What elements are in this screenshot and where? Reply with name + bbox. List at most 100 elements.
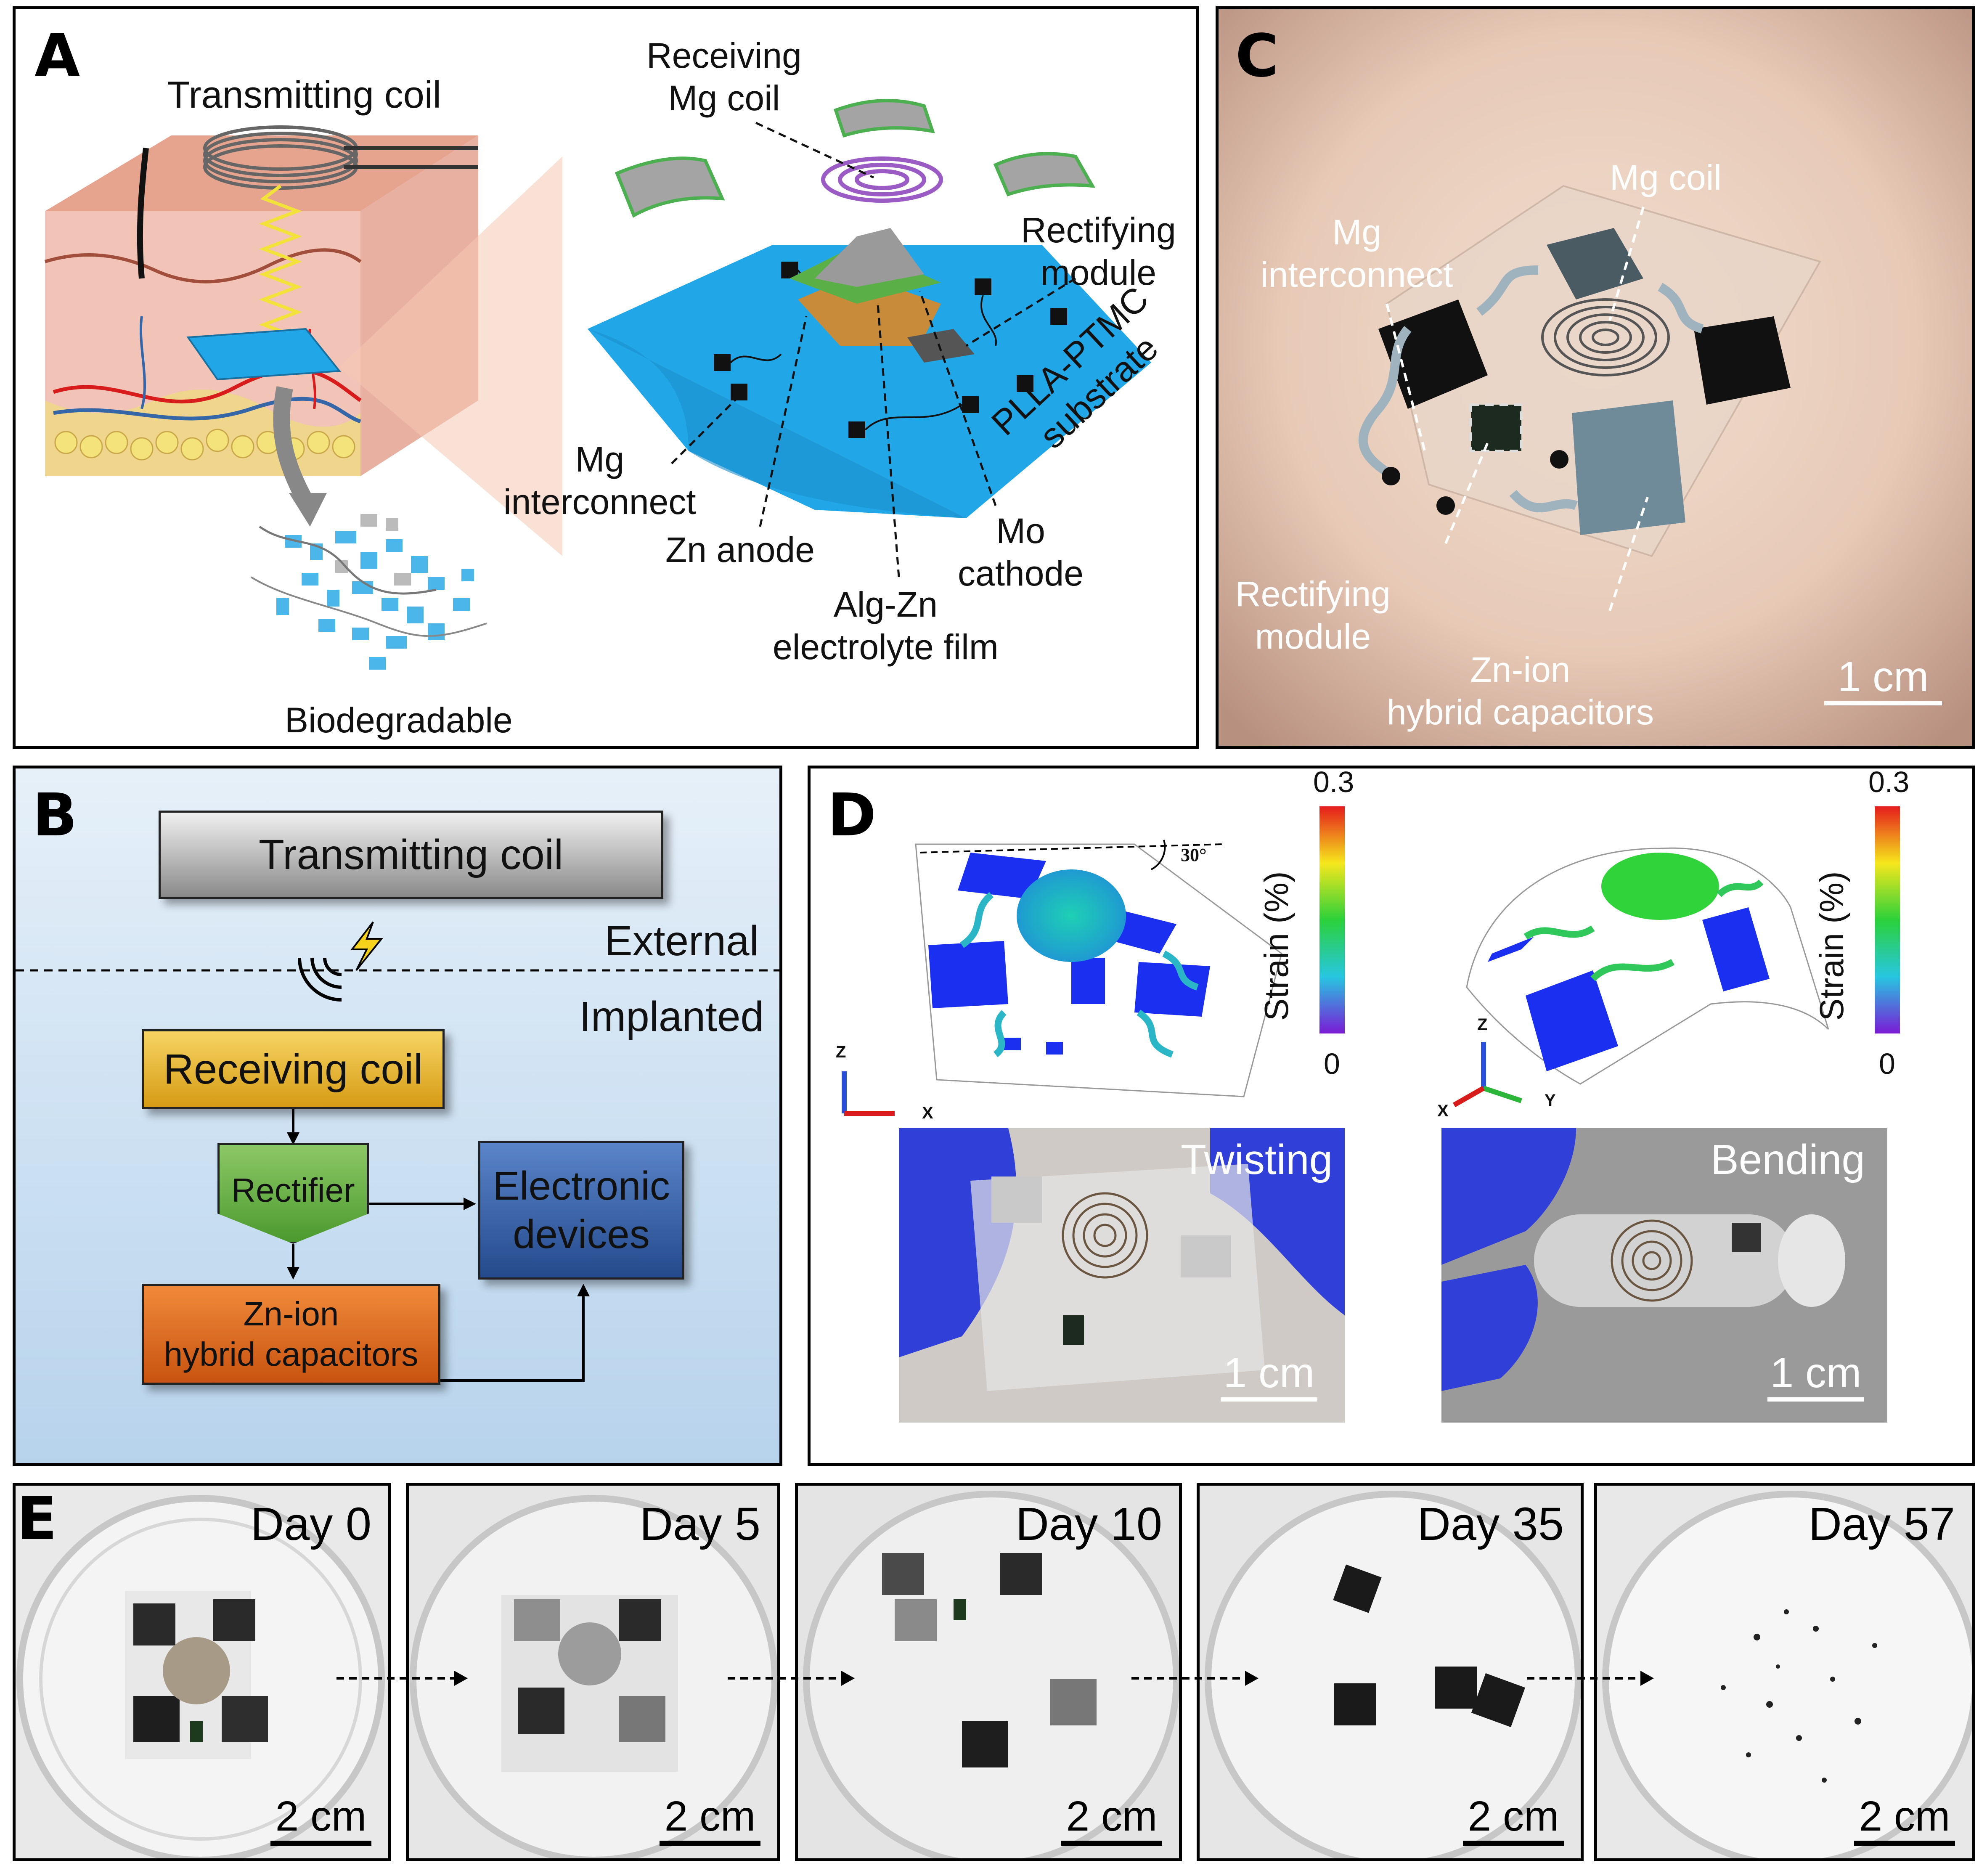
c-scale-bar: 1 cm <box>1824 653 1942 705</box>
day-35-label: Day 35 <box>1417 1498 1564 1550</box>
panel-c-letter: C <box>1235 22 1279 90</box>
b-transmitting-coil-text: Transmitting coil <box>258 831 564 878</box>
d-twisting-label: Twisting <box>1181 1136 1333 1183</box>
a-receiving-line2: Mg coil <box>668 78 780 118</box>
a-mg-interconnect-label: Mg interconnect <box>503 438 696 523</box>
day-57-label: Day 57 <box>1808 1498 1955 1550</box>
panel-c: C Mg coil Mg interconnect Rectifying mod… <box>1216 6 1975 749</box>
a-rectifying-line1: Rectifying <box>1021 210 1176 250</box>
b-electronic-devices-box: Electronic devices <box>478 1141 684 1280</box>
panel-a: A <box>13 6 1199 749</box>
c-scale-line <box>1824 701 1942 705</box>
b-transmitting-coil-box: Transmitting coil <box>159 811 663 899</box>
panel-a-illustration <box>44 99 1151 670</box>
a-rectifying-module-label: Rectifying module <box>1021 209 1176 294</box>
day-57-scale: 2 cm <box>1854 1792 1955 1846</box>
d-scale-line-1 <box>1221 1397 1317 1402</box>
day-10-scale: 2 cm <box>1061 1792 1162 1846</box>
a-transmitting-coil-label: Transmitting coil <box>167 74 441 116</box>
day-0-scale-line <box>270 1841 371 1846</box>
a-interconnect-line2: interconnect <box>503 482 696 522</box>
panel-b-connectors <box>16 921 779 1382</box>
c-interconnect-line1: Mg <box>1332 212 1382 252</box>
panel-b: B Transmitting coil External Implanted R… <box>13 766 782 1466</box>
d-axis2-x: X <box>1437 1102 1449 1120</box>
d-colorbar1-min: 0 <box>1324 1047 1340 1080</box>
dish-day-5: Day 5 2 cm <box>406 1483 780 1861</box>
a-receiving-coil-label: Receiving Mg coil <box>646 34 802 119</box>
b-zn-ion-line2: hybrid capacitors <box>164 1335 419 1373</box>
d-axis1-x: X <box>922 1104 933 1122</box>
day-57-scale-label: 2 cm <box>1859 1793 1950 1840</box>
day-10-scale-line <box>1061 1841 1162 1846</box>
b-devices-line1: Electronic <box>493 1163 670 1208</box>
d-scale-line-2 <box>1767 1397 1864 1402</box>
day-0-scale-label: 2 cm <box>275 1793 367 1840</box>
b-devices-line2: devices <box>513 1212 650 1257</box>
a-receiving-line1: Receiving <box>646 36 802 75</box>
b-zn-ion-box: Zn-ion hybrid capacitors <box>142 1284 440 1385</box>
day-10-scale-label: 2 cm <box>1066 1793 1158 1840</box>
a-rectifying-line2: module <box>1040 252 1157 292</box>
b-zn-ion-line1: Zn-ion <box>243 1295 339 1333</box>
panel-d-letter: D <box>827 781 877 850</box>
d-bending-label: Bending <box>1711 1136 1865 1183</box>
d-colorbar1-max: 0.3 <box>1313 766 1354 798</box>
c-rectifying-line1: Rectifying <box>1235 574 1391 614</box>
day-35-scale-label: 2 cm <box>1468 1793 1559 1840</box>
panel-a-letter: A <box>34 22 80 90</box>
c-interconnect-line2: interconnect <box>1261 254 1453 294</box>
c-mg-coil-label: Mg coil <box>1610 158 1722 197</box>
dish-day-35: Day 35 2 cm <box>1197 1483 1584 1861</box>
d-scale-bar-2: 1 cm <box>1757 1349 1875 1402</box>
a-mo-cathode-label: Mo cathode <box>958 510 1084 595</box>
d-scale-bar-1: 1 cm <box>1214 1349 1324 1402</box>
day-5-scale-label: 2 cm <box>664 1793 756 1840</box>
day-10-label: Day 10 <box>1015 1498 1162 1550</box>
day-57-scale-line <box>1854 1841 1955 1846</box>
b-rectifier-text: Rectifier <box>231 1171 355 1209</box>
a-alg-zn-line1: Alg-Zn <box>833 585 938 624</box>
dish-day-57: Day 57 2 cm <box>1594 1483 1975 1861</box>
d-colorbar1-label: Strain (%) <box>1258 871 1295 1021</box>
d-axis1-z: Z <box>836 1043 846 1061</box>
a-interconnect-line1: Mg <box>575 440 625 479</box>
panel-d: D <box>808 766 1975 1466</box>
panel-e-letter: E <box>17 1485 57 1553</box>
d-scale-label-2: 1 cm <box>1770 1349 1862 1396</box>
day-5-label: Day 5 <box>639 1498 760 1550</box>
panel-c-photo <box>1219 9 1972 746</box>
c-zn-ion-line1: Zn-ion <box>1470 650 1571 689</box>
a-alg-zn-label: Alg-Zn electrolyte film <box>773 583 999 668</box>
day-0-label: Day 0 <box>250 1498 371 1550</box>
a-alg-zn-line2: electrolyte film <box>773 627 999 667</box>
dish-day-0: Day 0 2 cm <box>13 1483 391 1861</box>
panel-b-letter: B <box>32 781 77 850</box>
day-35-scale-line <box>1463 1841 1564 1846</box>
a-biodegradable-label: Biodegradable <box>285 700 513 740</box>
d-axis2-z: Z <box>1477 1015 1488 1034</box>
c-zn-ion-line2: hybrid capacitors <box>1387 692 1654 732</box>
c-scale-label: 1 cm <box>1837 653 1929 700</box>
panel-d-simulation <box>842 806 1900 1423</box>
b-external-label: External <box>604 917 759 964</box>
dish-0-art <box>16 1495 385 1858</box>
day-0-scale: 2 cm <box>270 1792 371 1846</box>
d-colorbar2-max: 0.3 <box>1868 766 1910 798</box>
d-angle-label: 30° <box>1181 845 1207 865</box>
c-rectifying-line2: module <box>1255 616 1371 656</box>
d-colorbar2-min: 0 <box>1879 1047 1895 1080</box>
b-receiving-coil-box: Receiving coil <box>142 1029 445 1109</box>
c-mg-interconnect-label: Mg interconnect <box>1261 211 1453 296</box>
a-mo-cathode-line1: Mo <box>996 511 1045 551</box>
d-scale-label-1: 1 cm <box>1223 1349 1315 1396</box>
d-axis2-y: Y <box>1545 1091 1556 1110</box>
c-rectifying-module-label: Rectifying module <box>1235 573 1391 658</box>
b-implanted-label: Implanted <box>579 993 764 1040</box>
day-5-scale-line <box>660 1841 760 1846</box>
b-receiving-coil-text: Receiving coil <box>163 1046 423 1093</box>
day-5-scale: 2 cm <box>660 1792 760 1846</box>
a-zn-anode-label: Zn anode <box>665 530 815 570</box>
panel-e: E Day 0 2 cm Day 5 <box>0 1476 1987 1876</box>
a-mo-cathode-line2: cathode <box>958 553 1084 593</box>
